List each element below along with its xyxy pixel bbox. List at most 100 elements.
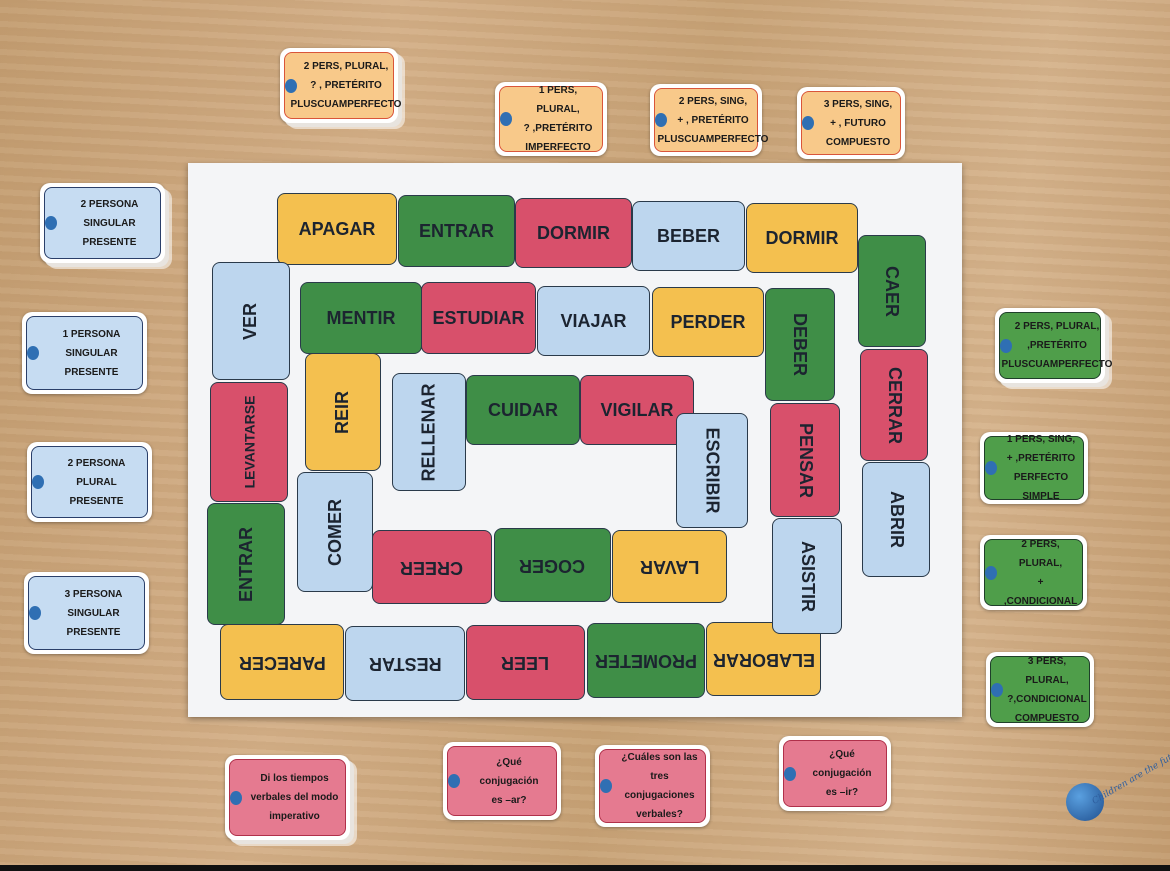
logo-icon (29, 606, 41, 620)
card-text: 2 PERS, PLURAL, ,PRETÉRITO PLUSCUAMPERFE… (999, 312, 1112, 379)
right-card[interactable]: 3 PERS, PLURAL, ?,CONDICIONAL COMPUESTO (986, 652, 1094, 727)
logo-icon (448, 774, 460, 788)
logo-icon (230, 790, 242, 805)
space-label: COMER (324, 498, 345, 566)
logo-icon (285, 78, 297, 93)
space-label: ENTRAR (419, 220, 494, 241)
space-label: ESTUDIAR (432, 307, 525, 328)
logo-icon (985, 461, 997, 475)
space-label: COGER (519, 555, 586, 576)
space-label: PERDER (670, 311, 746, 332)
space-label: PARECER (238, 652, 326, 673)
bottom-card-deck[interactable]: Di los tiempos verbales del modo imperat… (225, 755, 350, 840)
globe-icon (1066, 783, 1104, 821)
logo-icon (27, 346, 39, 360)
left-card-deck[interactable]: 2 PERSONA SINGULAR PRESENTE (40, 183, 165, 263)
logo-icon (500, 112, 512, 126)
board-space-prometer: PROMETER (587, 623, 705, 698)
space-label: CERRAR (884, 366, 905, 444)
top-card[interactable]: 2 PERS, SING, + , PRETÉRITO PLUSCUAMPERF… (650, 84, 768, 156)
space-label: ABRIR (886, 491, 907, 548)
right-card[interactable]: 2 PERS, PLURAL, + ,CONDICIONAL (980, 535, 1087, 610)
board-space-reir: REIR (305, 353, 381, 471)
space-label: DORMIR (537, 222, 610, 243)
board-space-elaborar: ELABORAR (706, 622, 821, 696)
card-text: 3 PERSONA SINGULAR PRESENTE (28, 576, 145, 650)
board-space-mentir: MENTIR (300, 282, 422, 354)
board-space-rellenar: RELLENAR (392, 373, 466, 491)
board-space-estudiar: ESTUDIAR (421, 282, 536, 354)
card-text: 2 PERSONA SINGULAR PRESENTE (44, 187, 161, 259)
top-card-deck[interactable]: 2 PERS, PLURAL, ? , PRETÉRITO PLUSCUAMPE… (280, 48, 401, 123)
space-label: CAER (882, 265, 903, 317)
board-space-vigilar: VIGILAR (580, 375, 694, 445)
left-card[interactable]: 3 PERSONA SINGULAR PRESENTE (24, 572, 149, 654)
logo-icon (991, 682, 1003, 697)
logo-icon (45, 216, 57, 230)
space-label: BEBER (656, 225, 720, 246)
board-space-caer: CAER (858, 235, 926, 347)
board-space-lavar: LAVAR (612, 530, 727, 603)
right-card[interactable]: 1 PERS, SING, + ,PRETÉRITO PERFECTO SIMP… (980, 432, 1088, 504)
card-text: 1 PERS, PLURAL, ? ,PRETÉRITO IMPERFECTO (499, 85, 603, 153)
card-text: 1 PERSONA SINGULAR PRESENTE (26, 316, 143, 390)
board-space-entrar: ENTRAR (207, 503, 285, 625)
logo-icon (1000, 338, 1012, 353)
logo-icon (32, 475, 44, 489)
space-label: CREER (400, 557, 464, 578)
bottom-card[interactable]: ¿Qué conjugación es –ar? (443, 742, 561, 820)
board-space-cuidar: CUIDAR (466, 375, 580, 445)
board-space-ver: VER (212, 262, 290, 380)
card-text: ¿Cuáles son las tres conjugaciones verba… (599, 749, 706, 823)
card-text: 2 PERS, PLURAL, ? , PRETÉRITO PLUSCUAMPE… (284, 52, 401, 119)
top-card[interactable]: 1 PERS, PLURAL, ? ,PRETÉRITO IMPERFECTO (495, 82, 607, 156)
card-text: ¿Qué conjugación es –ir? (783, 740, 887, 807)
space-label: RESTAR (368, 654, 442, 674)
space-label: MENTIR (326, 307, 396, 328)
space-label: ENTRAR (235, 526, 256, 602)
board-space-entrar: ENTRAR (398, 195, 515, 267)
card-text: ¿Qué conjugación es –ar? (447, 746, 557, 816)
logo-icon (802, 116, 814, 130)
space-label: PENSAR (795, 422, 816, 498)
left-card[interactable]: 2 PERSONA PLURAL PRESENTE (27, 442, 152, 522)
card-text: 1 PERS, SING, + ,PRETÉRITO PERFECTO SIMP… (984, 434, 1084, 502)
space-label: ASISTIR (797, 540, 818, 612)
logo-icon (655, 113, 667, 127)
board-space-apagar: APAGAR (277, 193, 397, 265)
space-label: DORMIR (765, 227, 839, 248)
card-text: 3 PERS, PLURAL, ?,CONDICIONAL COMPUESTO (990, 656, 1090, 724)
board-space-comer: COMER (297, 472, 373, 592)
space-label: RELLENAR (418, 383, 439, 481)
card-text: 2 PERS, PLURAL, + ,CONDICIONAL (984, 539, 1083, 607)
bottom-card[interactable]: ¿Qué conjugación es –ir? (779, 736, 891, 811)
right-card-deck[interactable]: 2 PERS, PLURAL, ,PRETÉRITO PLUSCUAMPERFE… (995, 308, 1112, 383)
board-space-parecer: PARECER (220, 624, 344, 700)
board-space-deber: DEBER (765, 288, 835, 401)
board-space-beber: BEBER (632, 201, 745, 271)
top-card[interactable]: 3 PERS, SING, + , FUTURO COMPUESTO (797, 87, 905, 159)
space-label: LAVAR (639, 557, 700, 577)
logo-icon (784, 766, 796, 781)
card-text: 2 PERSONA PLURAL PRESENTE (31, 446, 148, 518)
space-label: VER (240, 302, 261, 340)
board-space-leer: LEER (466, 625, 585, 700)
space-label: REIR (332, 390, 353, 434)
board-space-coger: COGER (494, 528, 611, 602)
space-label: ELABORAR (712, 649, 815, 670)
children-future-logo: Children are the future (1056, 745, 1170, 835)
bottom-bar (0, 865, 1170, 871)
left-card[interactable]: 1 PERSONA SINGULAR PRESENTE (22, 312, 147, 394)
board-space-creer: CREER (372, 530, 492, 604)
space-label: VIGILAR (600, 399, 674, 420)
board-space-asistir: ASISTIR (772, 518, 842, 634)
board-space-dormir: DORMIR (515, 198, 632, 268)
board-space-escribir: ESCRIBIR (676, 413, 748, 528)
space-label: LEVANTARSE (241, 395, 258, 489)
space-label: ESCRIBIR (702, 427, 723, 514)
card-text: Di los tiempos verbales del modo imperat… (229, 759, 346, 836)
space-label: DEBER (790, 312, 811, 377)
bottom-card[interactable]: ¿Cuáles son las tres conjugaciones verba… (595, 745, 710, 827)
card-text: 2 PERS, SING, + , PRETÉRITO PLUSCUAMPERF… (654, 88, 768, 152)
board-space-restar: RESTAR (345, 626, 465, 701)
